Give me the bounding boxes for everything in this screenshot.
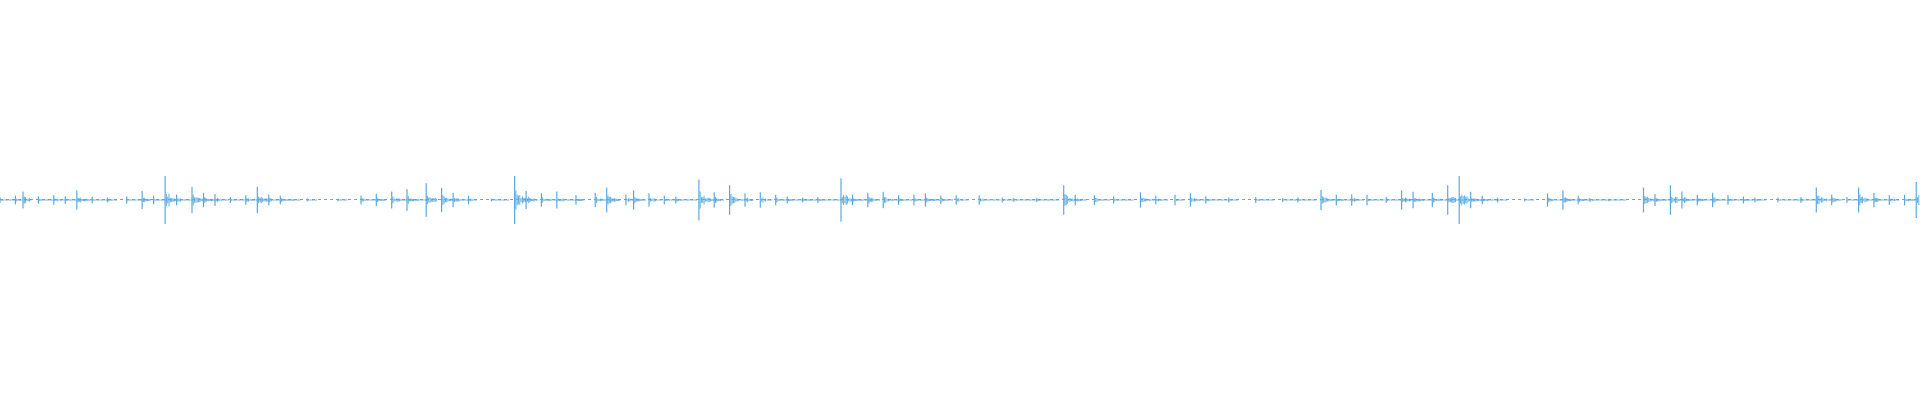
waveform-peaks — [0, 176, 1920, 224]
